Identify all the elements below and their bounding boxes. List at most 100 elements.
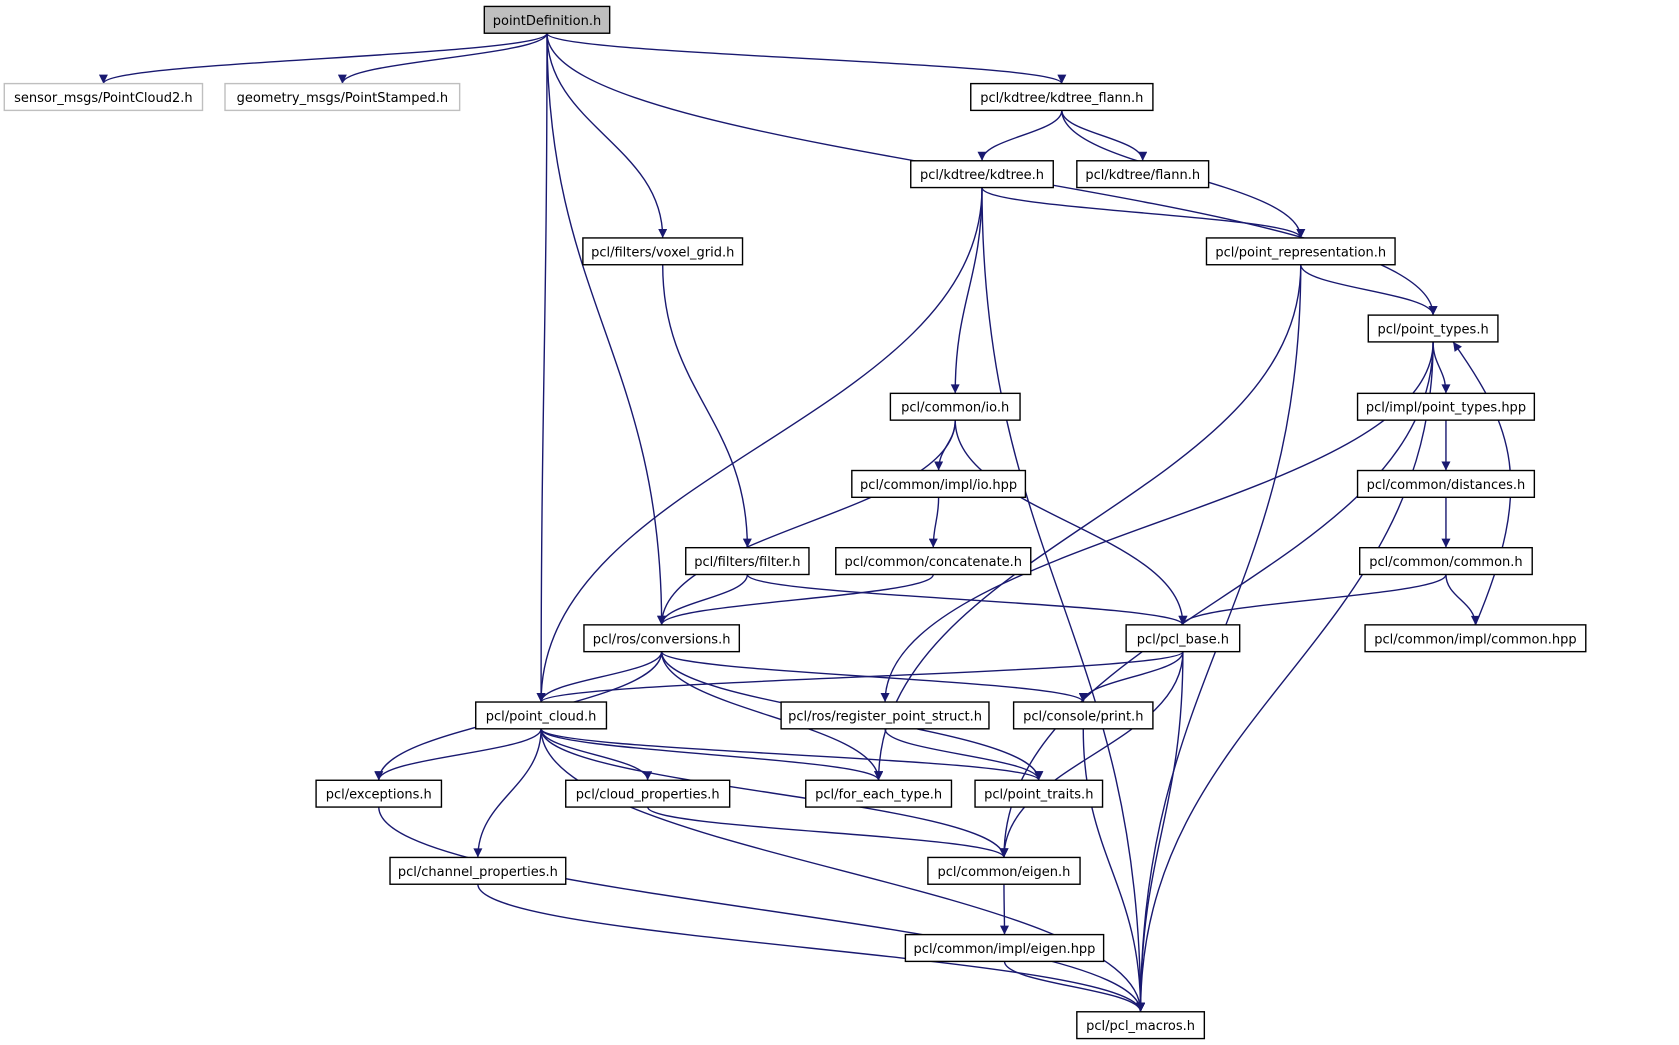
- node-cloud_properties[interactable]: pcl/cloud_properties.h: [565, 779, 731, 808]
- node-label: pcl/ros/conversions.h: [593, 632, 731, 647]
- node-box: [889, 392, 1021, 421]
- node-register_point_struct[interactable]: pcl/ros/register_point_struct.h: [780, 701, 990, 730]
- node-label: pcl/point_traits.h: [984, 788, 1093, 803]
- node-box: [970, 82, 1154, 112]
- node-for_each_type[interactable]: pcl/for_each_type.h: [805, 779, 953, 808]
- edge-pointDefinition-to-voxel_grid: [546, 33, 668, 238]
- edge-common_io-to-ros_conversions: [657, 420, 956, 625]
- node-box: [1205, 237, 1396, 266]
- node-label: pcl/pcl_base.h: [1137, 632, 1229, 647]
- edge-kdtree-to-point_representation: [981, 187, 1306, 239]
- node-box: [565, 779, 731, 808]
- edge-point_cloud-to-common_eigen: [540, 728, 1009, 858]
- node-box: [851, 469, 1027, 499]
- node-point_representation[interactable]: pcl/point_representation.h: [1205, 237, 1396, 266]
- node-box: [1012, 701, 1154, 730]
- edge-point_cloud-to-point_traits: [540, 728, 1044, 781]
- node-box: [685, 546, 810, 576]
- edge-common_common-to-pcl_base: [1178, 574, 1447, 626]
- edge-point_cloud-to-cloud_properties: [540, 728, 653, 781]
- node-box: [1367, 314, 1499, 343]
- node-filter[interactable]: pcl/filters/filter.h: [685, 546, 810, 576]
- node-label: pcl/impl/point_types.hpp: [1366, 401, 1526, 416]
- node-box: [910, 160, 1054, 189]
- node-box: [1076, 1011, 1206, 1040]
- node-box: [583, 624, 741, 653]
- node-ros_conversions[interactable]: pcl/ros/conversions.h: [583, 624, 741, 653]
- node-common_common[interactable]: pcl/common/common.h: [1359, 546, 1533, 576]
- node-label: pcl/pcl_macros.h: [1086, 1019, 1195, 1034]
- edge-register_point_struct-to-point_traits: [884, 728, 1044, 781]
- node-exceptions[interactable]: pcl/exceptions.h: [315, 779, 443, 808]
- node-box: [780, 701, 990, 730]
- node-common_eigen[interactable]: pcl/common/eigen.h: [927, 856, 1081, 885]
- node-box: [805, 779, 953, 808]
- edge-kdtree_flann-to-kdtree: [977, 110, 1063, 161]
- node-point_traits[interactable]: pcl/point_traits.h: [974, 779, 1104, 808]
- node-distances[interactable]: pcl/common/distances.h: [1356, 469, 1536, 499]
- node-box: [904, 933, 1105, 963]
- node-point_cloud[interactable]: pcl/point_cloud.h: [475, 701, 608, 730]
- edge-point_types-to-common_eigen: [999, 341, 1434, 858]
- node-box: [389, 856, 567, 885]
- node-box: [974, 779, 1104, 808]
- edge-kdtree-to-point_cloud: [536, 187, 983, 703]
- node-concatenate[interactable]: pcl/common/concatenate.h: [835, 546, 1032, 576]
- node-box: [224, 82, 461, 112]
- node-label: pcl/point_representation.h: [1215, 245, 1386, 260]
- node-kdtree[interactable]: pcl/kdtree/kdtree.h: [910, 160, 1054, 189]
- edge-common_eigen-to-impl_eigen: [1000, 884, 1010, 935]
- node-voxel_grid[interactable]: pcl/filters/voxel_grid.h: [582, 237, 744, 266]
- edge-point_cloud-to-channel_properties: [473, 728, 542, 858]
- edge-kdtree_flann-to-flann: [1061, 110, 1148, 161]
- node-box: [835, 546, 1032, 576]
- node-pointDefinition[interactable]: pointDefinition.h: [483, 5, 611, 34]
- node-label: geometry_msgs/PointStamped.h: [237, 91, 448, 106]
- node-box: [1356, 469, 1536, 499]
- edge-point_representation-to-for_each_type: [874, 264, 1302, 781]
- node-impl_eigen[interactable]: pcl/common/impl/eigen.hpp: [904, 933, 1105, 963]
- node-impl_point_types[interactable]: pcl/impl/point_types.hpp: [1356, 392, 1536, 421]
- node-box: [483, 5, 611, 34]
- node-kdtree_flann[interactable]: pcl/kdtree/kdtree_flann.h: [970, 82, 1154, 112]
- node-label: pcl/for_each_type.h: [815, 788, 942, 803]
- node-impl_common[interactable]: pcl/common/impl/common.hpp: [1364, 624, 1587, 653]
- edge-layer: [99, 32, 1512, 1012]
- edge-point_types-to-impl_point_types: [1432, 341, 1451, 394]
- edge-pcl_base-to-console_print: [1078, 651, 1184, 703]
- edge-pcl_base-to-point_cloud: [536, 651, 1184, 703]
- node-label: pcl/kdtree/flann.h: [1085, 168, 1200, 183]
- edge-common_impl_io-to-concatenate: [928, 497, 940, 548]
- edge-pcl_base-to-pcl_macros: [1136, 651, 1184, 1012]
- edge-pointDefinition-to-sensor_msgs: [99, 32, 548, 85]
- node-box: [582, 237, 744, 266]
- node-point_types[interactable]: pcl/point_types.h: [1367, 314, 1499, 343]
- node-box: [315, 779, 443, 808]
- node-sensor_msgs: sensor_msgs/PointCloud2.h: [3, 82, 204, 112]
- node-label: pcl/kdtree/kdtree_flann.h: [980, 91, 1143, 106]
- edge-common_io-to-pcl_base: [954, 420, 1188, 625]
- edge-point_cloud-to-for_each_type: [540, 728, 883, 781]
- node-console_print[interactable]: pcl/console/print.h: [1012, 701, 1154, 730]
- node-layer: pointDefinition.h sensor_msgs/PointCloud2…: [3, 5, 1587, 1040]
- node-label: pcl/channel_properties.h: [398, 865, 558, 880]
- node-box: [475, 701, 608, 730]
- node-common_io[interactable]: pcl/common/io.h: [889, 392, 1021, 421]
- node-box: [3, 82, 204, 112]
- edge-filter-to-pcl_base: [746, 573, 1188, 626]
- node-label: pcl/common/eigen.h: [938, 865, 1071, 880]
- edge-impl_eigen-to-pcl_macros: [1003, 961, 1146, 1012]
- edge-ros_conversions-to-point_cloud: [536, 651, 663, 703]
- edge-kdtree-to-common_io: [950, 187, 983, 394]
- node-common_impl_io[interactable]: pcl/common/impl/io.hpp: [851, 469, 1027, 499]
- edge-kdtree-to-pcl_macros: [981, 187, 1146, 1012]
- node-channel_properties[interactable]: pcl/channel_properties.h: [389, 856, 567, 885]
- edge-point_types-to-pcl_macros: [1136, 341, 1434, 1012]
- edge-pcl_base-to-common_eigen: [999, 651, 1184, 858]
- node-label: pcl/common/common.h: [1369, 555, 1522, 570]
- node-flann[interactable]: pcl/kdtree/flann.h: [1076, 160, 1210, 189]
- node-pcl_base[interactable]: pcl/pcl_base.h: [1125, 624, 1241, 653]
- edge-channel_properties-to-pcl_macros: [477, 884, 1145, 1012]
- node-label: pcl/common/concatenate.h: [844, 555, 1022, 570]
- node-pcl_macros[interactable]: pcl/pcl_macros.h: [1076, 1011, 1206, 1040]
